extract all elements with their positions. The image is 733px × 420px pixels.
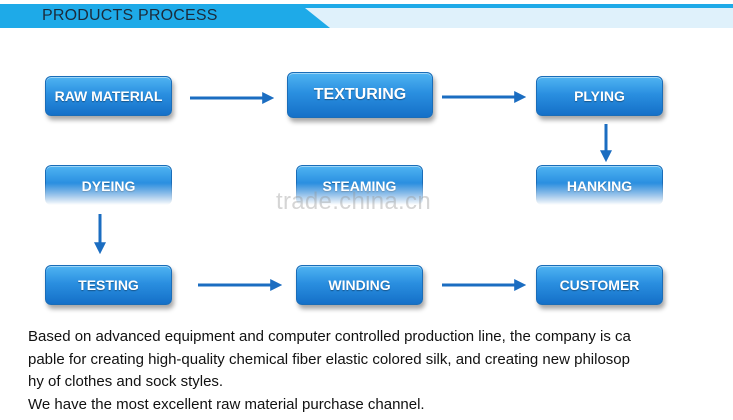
step-steaming: STEAMING [296, 165, 423, 205]
watermark: trade.china.cn [276, 188, 431, 215]
step-texturing: TEXTURING [287, 72, 433, 118]
step-customer: CUSTOMER [536, 265, 663, 305]
step-testing: TESTING [45, 265, 172, 305]
description-line: pable for creating high-quality chemical… [28, 350, 630, 368]
description-line: hy of clothes and sock styles. [28, 373, 224, 390]
description: Based on advanced equipment and computer… [28, 326, 718, 416]
step-plying: PLYING [536, 76, 663, 116]
description-line: We have the most excellent raw material … [28, 395, 425, 413]
section-title: PRODUCTS PROCESS [42, 7, 218, 24]
header-accent [0, 4, 330, 28]
description-line: Based on advanced equipment and computer… [28, 328, 631, 345]
step-dyeing: DYEING [45, 165, 172, 205]
step-hanking: HANKING [536, 165, 663, 205]
step-raw-material: RAW MATERIAL [45, 76, 172, 116]
header-stripe [280, 4, 733, 8]
step-winding: WINDING [296, 265, 423, 305]
